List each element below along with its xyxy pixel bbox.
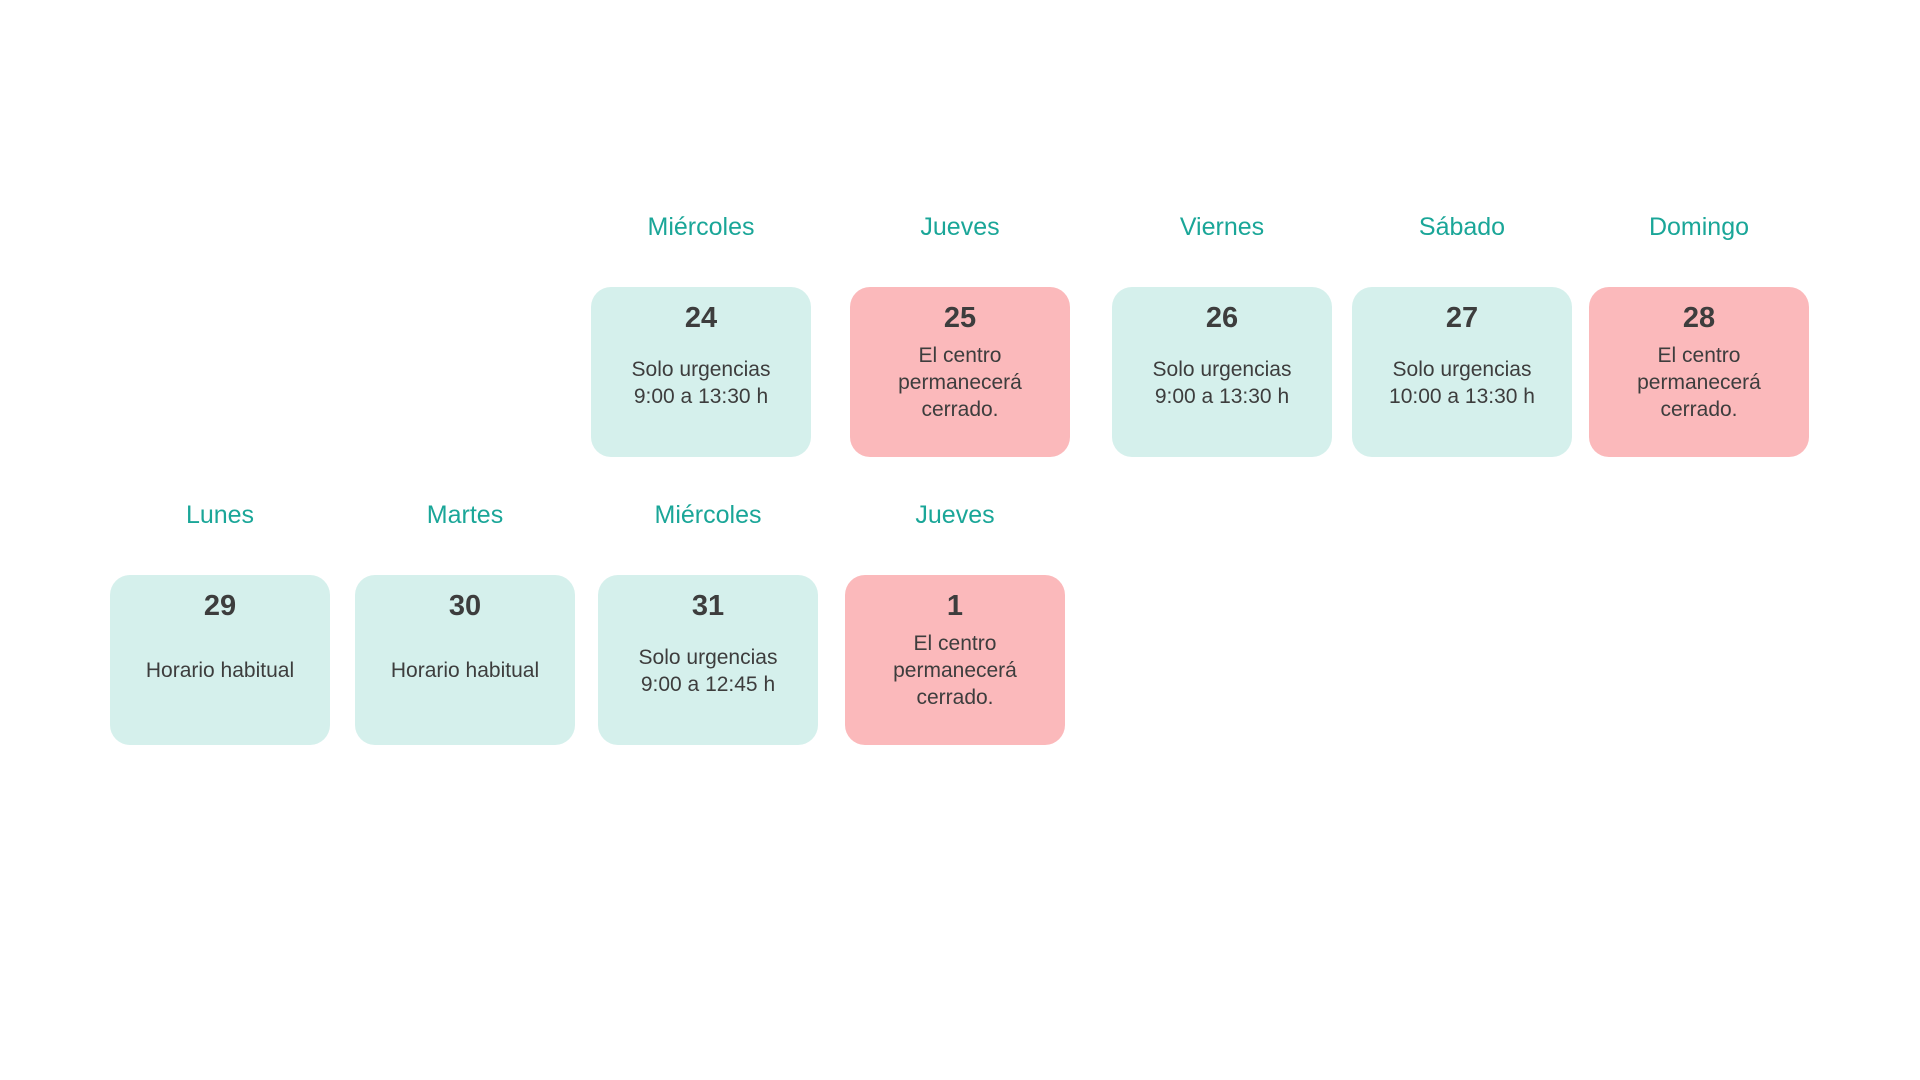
day-number: 29: [203, 590, 237, 622]
day-number: 28: [1682, 302, 1716, 334]
day-status-text: El centro permanecerá cerrado.: [893, 632, 1017, 709]
day-card: 29 Horario habitual: [110, 575, 330, 745]
day-status-text: Solo urgencias 10:00 a 13:30 h: [1389, 357, 1535, 408]
day-status-text: Solo urgencias 9:00 a 13:30 h: [631, 357, 771, 408]
day-status-text: El centro permanecerá cerrado.: [1637, 344, 1761, 421]
day-card: 26 Solo urgencias 9:00 a 13:30 h: [1112, 287, 1332, 457]
day-block: Martes 30 Horario habitual: [355, 500, 575, 745]
weekday-label: Jueves: [920, 213, 1000, 241]
day-block: Domingo 28 El centro permanecerá cerrado…: [1589, 212, 1809, 457]
weekday-label: Domingo: [1648, 213, 1750, 241]
weekday-label: Miércoles: [654, 501, 762, 529]
weekday-label: Sábado: [1418, 213, 1506, 241]
day-block: Miércoles 31 Solo urgencias 9:00 a 12:45…: [598, 500, 818, 745]
weekday-label: Lunes: [185, 501, 255, 529]
day-card: 30 Horario habitual: [355, 575, 575, 745]
day-card: 27 Solo urgencias 10:00 a 13:30 h: [1352, 287, 1572, 457]
day-number: 24: [684, 302, 718, 334]
weekday-label: Miércoles: [647, 213, 755, 241]
day-number: 1: [946, 590, 964, 622]
day-status-text: Solo urgencias 9:00 a 12:45 h: [638, 645, 778, 696]
day-block: Lunes 29 Horario habitual: [110, 500, 330, 745]
day-number: 31: [691, 590, 725, 622]
day-card: 25 El centro permanecerá cerrado.: [850, 287, 1070, 457]
day-block: Viernes 26 Solo urgencias 9:00 a 13:30 h: [1112, 212, 1332, 457]
weekday-label: Viernes: [1179, 213, 1265, 241]
day-status-text: Solo urgencias 9:00 a 13:30 h: [1152, 357, 1292, 408]
day-block: Miércoles 24 Solo urgencias 9:00 a 13:30…: [591, 212, 811, 457]
weekday-label: Jueves: [915, 501, 995, 529]
day-card: 31 Solo urgencias 9:00 a 12:45 h: [598, 575, 818, 745]
day-block: Sábado 27 Solo urgencias 10:00 a 13:30 h: [1352, 212, 1572, 457]
day-number: 27: [1445, 302, 1479, 334]
day-block: Jueves 1 El centro permanecerá cerrado.: [845, 500, 1065, 745]
day-card: 24 Solo urgencias 9:00 a 13:30 h: [591, 287, 811, 457]
day-number: 25: [943, 302, 977, 334]
day-number: 30: [448, 590, 482, 622]
day-status-text: El centro permanecerá cerrado.: [898, 344, 1022, 421]
day-number: 26: [1205, 302, 1239, 334]
day-block: Jueves 25 El centro permanecerá cerrado.: [850, 212, 1070, 457]
day-card: 1 El centro permanecerá cerrado.: [845, 575, 1065, 745]
day-status-text: Horario habitual: [145, 659, 295, 682]
day-status-text: Horario habitual: [390, 659, 540, 682]
weekday-label: Martes: [426, 501, 504, 529]
day-card: 28 El centro permanecerá cerrado.: [1589, 287, 1809, 457]
